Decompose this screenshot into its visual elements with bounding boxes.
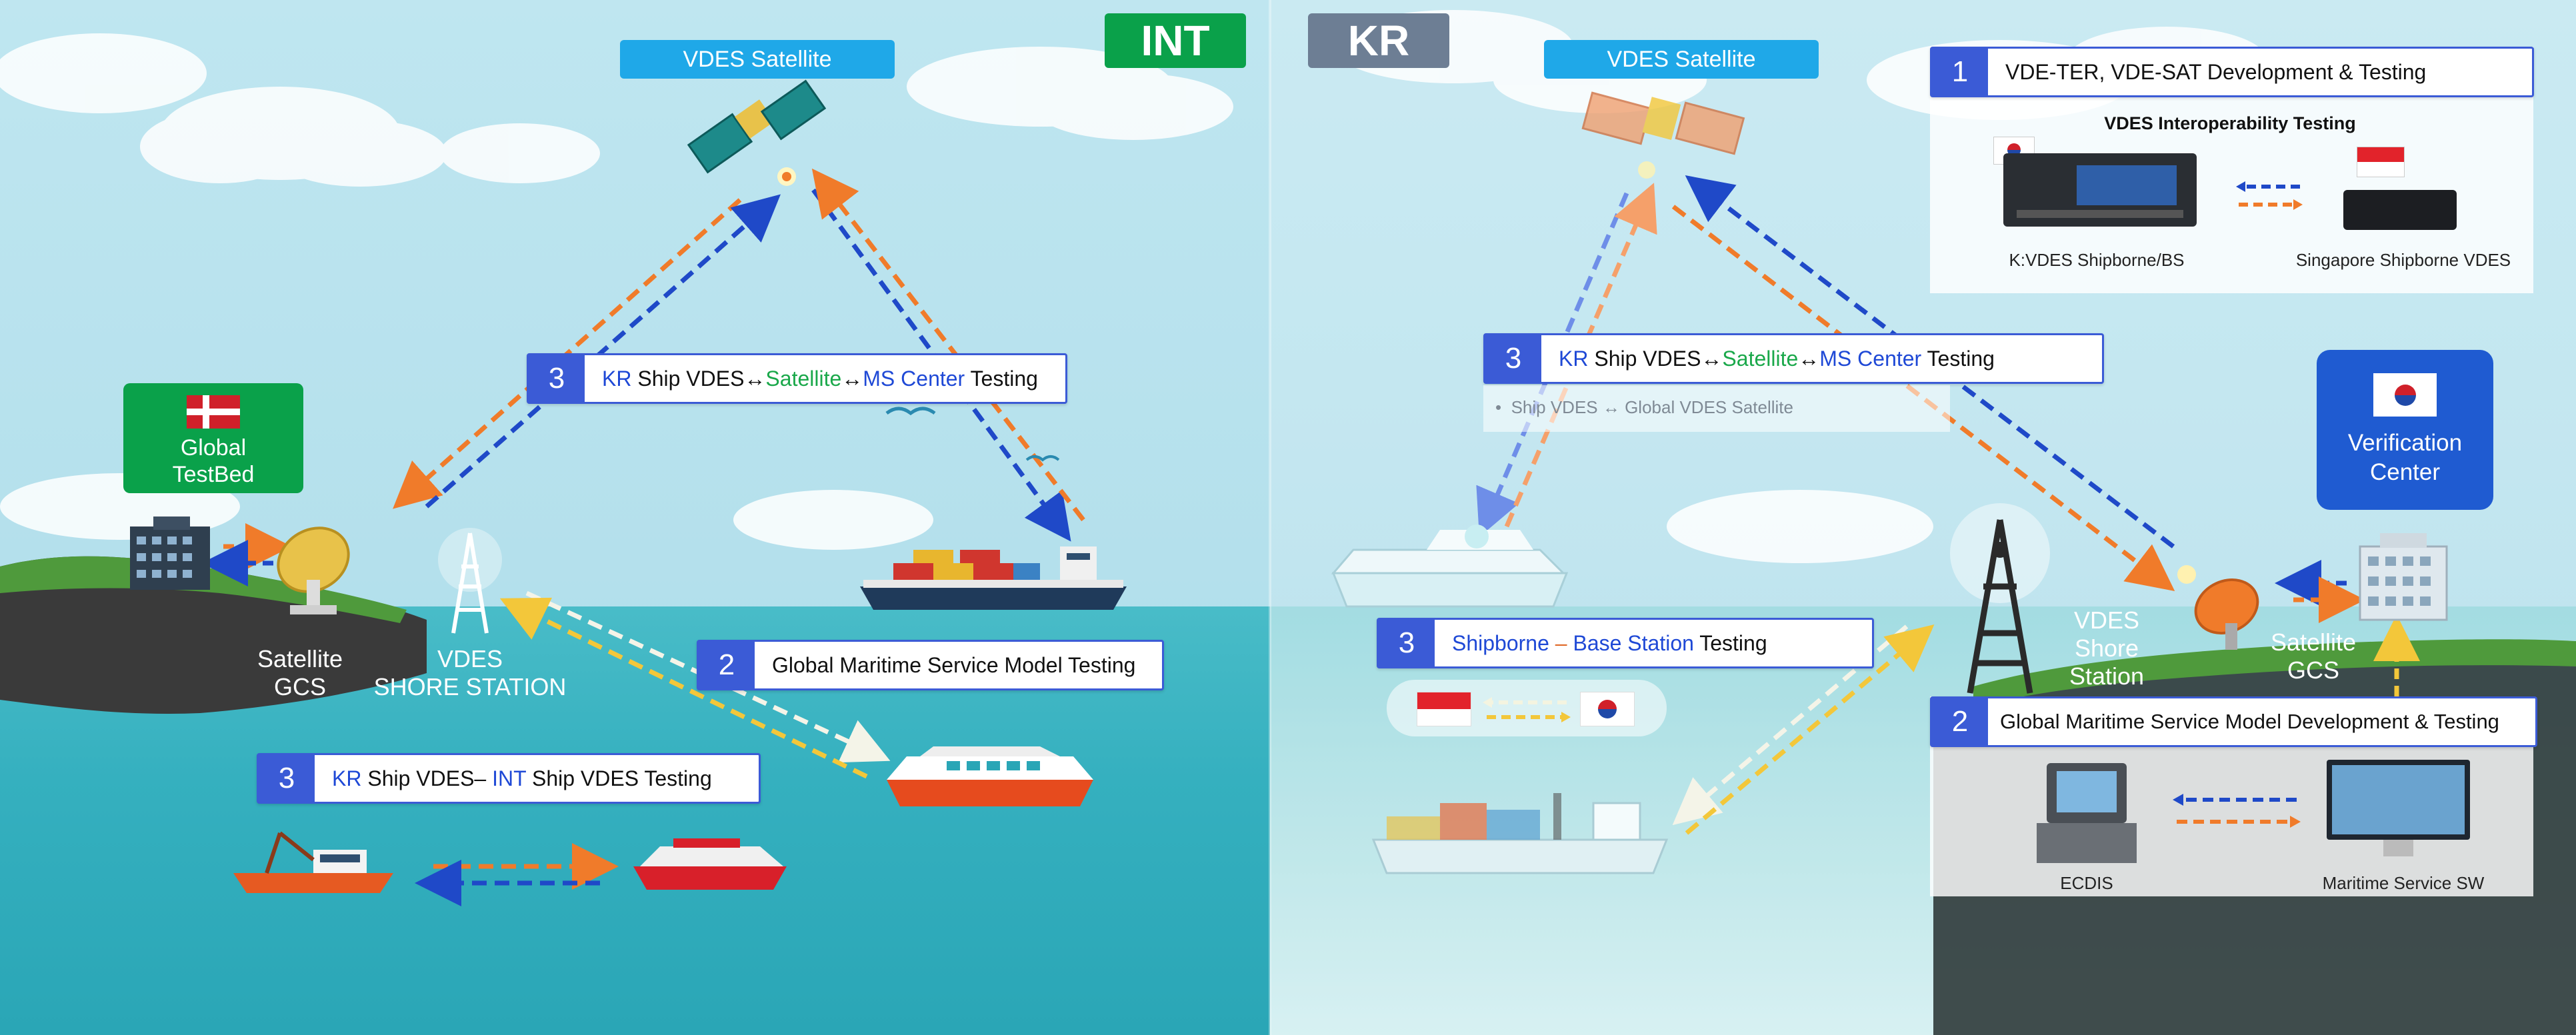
singapore-flag-icon [1417, 692, 1471, 726]
gms-arrows [2173, 794, 2301, 828]
step-text: Shipborne – Base Station Testing [1452, 630, 1767, 655]
int-ship-testing-box: 3 KR Ship VDES– INT Ship VDES Testing [257, 753, 761, 804]
kr-gcs-building-icon [2359, 533, 2448, 621]
int-gcs-building-icon [130, 517, 210, 590]
kr-cruise-ship-icon [1331, 524, 1569, 608]
verification-center-badge: Verification Center [2317, 350, 2493, 510]
region-divider [1269, 0, 1271, 1035]
korea-flag-icon [2373, 373, 2437, 417]
step-text: Global Maritime Service Model Developmen… [2000, 710, 2499, 733]
sg-device-label: Singapore Shipborne VDES [2295, 250, 2511, 270]
kr-gcs-label-line2: GCS [2287, 656, 2339, 684]
step-text: KR Ship VDES↔Satellite↔MS Center Testing [602, 366, 1038, 391]
int-fishing-boat-icon [233, 831, 393, 893]
sg-kr-arrows [1483, 697, 1571, 722]
step-number: 3 [259, 755, 315, 802]
clouds [0, 10, 2267, 563]
korea-flag-icon [1580, 692, 1635, 726]
kr-shore-label-line3: Station [2069, 662, 2145, 690]
bird-icon [885, 407, 936, 416]
step-number: 2 [699, 642, 755, 688]
kvdes-device-icon [2003, 153, 2197, 227]
bird-icon [1025, 455, 1060, 462]
kr-base-testing-box: 3 Shipborne – Base Station Testing [1377, 618, 1874, 668]
kr-cargo-ship-icon [1371, 793, 1669, 874]
step-text: VDE-TER, VDE-SAT Development & Testing [2005, 59, 2427, 84]
ecdis-console-icon [2037, 763, 2137, 863]
kr-shore-tower-icon [1950, 503, 2050, 694]
kr-gcs-label-line1: Satellite [2270, 628, 2357, 656]
int-satellite-icon [687, 79, 827, 186]
kr-sub-note-panel: • Ship VDES ↔ Global VDES Satellite [1483, 385, 1950, 432]
interop-arrows [2236, 181, 2303, 210]
kvdes-label: K:VDES Shipborne/BS [2009, 250, 2185, 270]
step-number: 3 [529, 355, 585, 402]
kr-shore-label-line1: VDES [2073, 606, 2140, 634]
kr-sub-note: • Ship VDES ↔ Global VDES Satellite [1495, 397, 1793, 417]
sg-device-icon [2343, 190, 2457, 230]
ecdis-label: ECDIS [2060, 873, 2113, 893]
int-gms-testing-box: 2 Global Maritime Service Model Testing [697, 640, 1164, 690]
denmark-flag-icon [187, 395, 240, 429]
verification-line1: Verification [2347, 430, 2463, 456]
int-satellite-label: VDES Satellite [620, 40, 895, 79]
step-text: Global Maritime Service Model Testing [772, 652, 1136, 677]
global-testbed-badge: Global TestBed [123, 383, 303, 493]
int-ferry-icon [887, 746, 1093, 806]
interop-title: VDES Interoperability Testing [2104, 113, 2356, 133]
maritime-sw-monitor-icon [2327, 760, 2470, 856]
singapore-flag-icon [2357, 147, 2405, 177]
step-text: KR Ship VDES↔Satellite↔MS Center Testing [1559, 346, 1995, 371]
int-container-ship-icon [860, 546, 1127, 610]
kr-gcs-dish-icon [2177, 565, 2259, 650]
verification-line2: Center [2369, 459, 2441, 485]
step-number: 2 [1932, 698, 1988, 745]
int-shore-label-line1: VDES [437, 645, 503, 672]
kr-dev-testing-box: 1 VDE-TER, VDE-SAT Development & Testing [1930, 47, 2534, 97]
int-red-boat-icon [633, 838, 787, 890]
testbed-line1: Global [180, 435, 247, 461]
int-region-badge: INT [1105, 13, 1246, 68]
int-gcs-dish-icon [277, 526, 350, 614]
kr-region-badge: KR [1308, 13, 1449, 68]
kr-dev-panel: 1 VDE-TER, VDE-SAT Development & Testing… [1930, 47, 2534, 293]
int-gcs-label-line2: GCS [273, 673, 326, 700]
step-number: 3 [1379, 620, 1435, 666]
kr-gms-panel: 2 Global Maritime Service Model Developm… [1930, 696, 2537, 896]
kr-satellite-label: VDES Satellite [1544, 40, 1819, 79]
step-number: 1 [1932, 49, 1988, 95]
int-shore-label-line2: SHORE STATION [373, 673, 567, 700]
kr-sat-testing-box: 3 KR Ship VDES↔Satellite↔MS Center Testi… [1483, 333, 2104, 384]
kr-gms-testing-box: 2 Global Maritime Service Model Developm… [1930, 696, 2537, 747]
int-shore-tower-icon [438, 528, 502, 634]
testbed-line2: TestBed [172, 462, 255, 487]
int-gcs-label-line1: Satellite [257, 645, 343, 672]
kr-satellite-icon [1581, 91, 1745, 179]
step-number: 3 [1485, 335, 1541, 382]
step-text: KR Ship VDES– INT Ship VDES Testing [332, 766, 712, 790]
kr-coast-grass [1973, 639, 2576, 706]
sg-kr-link-pill [1387, 680, 1667, 736]
int-sat-testing-box: 3 KR Ship VDES↔Satellite↔MS Center Testi… [527, 353, 1067, 404]
kr-shore-label-line2: Shore [2074, 634, 2139, 662]
maritime-sw-label: Maritime Service SW [2322, 873, 2485, 893]
